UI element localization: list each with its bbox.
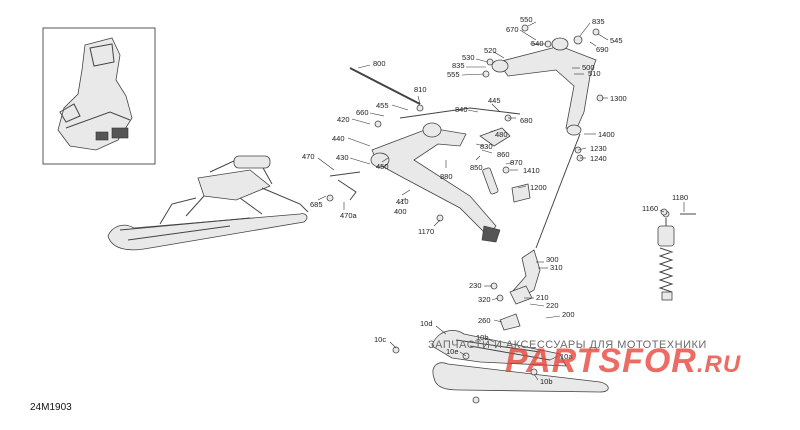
callout-label: 470a bbox=[340, 211, 358, 220]
callout-label: 870 bbox=[510, 158, 523, 167]
callout-label: 540 bbox=[531, 39, 544, 48]
callout-label: 520 bbox=[484, 46, 497, 55]
callout-label: 850 bbox=[470, 163, 483, 172]
callout-label: 1300 bbox=[610, 94, 627, 103]
callout-label: 810 bbox=[414, 85, 427, 94]
callout-label: 480 bbox=[495, 130, 508, 139]
callout-label: 1200 bbox=[530, 183, 547, 192]
callout-label: 1400 bbox=[598, 130, 615, 139]
callout-label: 660 bbox=[356, 108, 369, 117]
callout-label: 10b bbox=[540, 377, 553, 386]
callout-label: 200 bbox=[562, 310, 575, 319]
callout-label: 1160 bbox=[642, 204, 658, 213]
diagram-reference-code: 24M1903 bbox=[30, 402, 72, 413]
callout-label: 440 bbox=[332, 134, 345, 143]
callout-label: 430 bbox=[336, 153, 349, 162]
callout-label: 670 bbox=[506, 25, 519, 34]
callout-label: 1410 bbox=[523, 166, 540, 175]
callout-label: 410 bbox=[396, 197, 409, 206]
callout-label: 690 bbox=[596, 45, 609, 54]
callout-label: 1180 bbox=[672, 193, 688, 202]
watermark-logo: PARTSFOR.RU bbox=[505, 342, 741, 381]
assembled-ski-drawing bbox=[107, 155, 309, 251]
callout-label: 210 bbox=[536, 293, 549, 302]
callout-label: 500 bbox=[582, 63, 595, 72]
callout-label: 450 bbox=[376, 162, 389, 171]
callout-label: 1230 bbox=[590, 144, 607, 153]
callout-label: 800 bbox=[373, 59, 386, 68]
callout-label: 530 bbox=[462, 53, 475, 62]
callout-label: 455 bbox=[376, 101, 389, 110]
callout-label: 835 bbox=[592, 17, 605, 26]
callout-label: 230 bbox=[469, 281, 482, 290]
lower-a-arm-drawing bbox=[370, 122, 501, 243]
callout-label: 220 bbox=[546, 301, 559, 310]
watermark-logo-name: PARTSFOR bbox=[505, 342, 697, 380]
upper-a-arm-drawing bbox=[491, 37, 597, 136]
callout-label: 545 bbox=[610, 36, 623, 45]
callout-label: 1170 bbox=[418, 227, 434, 236]
callout-label: 260 bbox=[478, 316, 491, 325]
watermark-tagline: ЗАПЧАСТИ И АКСЕССУАРЫ ДЛЯ МОТОТЕХНИКИ bbox=[428, 339, 707, 351]
callout-label: 680 bbox=[520, 116, 533, 125]
callout-label: 10a bbox=[560, 352, 573, 361]
callout-label: 830 bbox=[480, 142, 493, 151]
callout-label: 685 bbox=[310, 200, 323, 209]
shock-absorber-drawing bbox=[657, 210, 696, 301]
watermark-logo-suffix: .RU bbox=[696, 351, 742, 378]
callout-label: 10d bbox=[420, 319, 433, 328]
callout-label: 835 bbox=[452, 61, 465, 70]
callout-label: 310 bbox=[550, 263, 563, 272]
callout-label: 10b bbox=[476, 333, 489, 342]
hardware-markers bbox=[326, 24, 668, 404]
callout-label: 550 bbox=[520, 15, 533, 24]
callout-label: 1240 bbox=[590, 154, 607, 163]
callout-label: 445 bbox=[488, 96, 501, 105]
callout-label: 420 bbox=[337, 115, 350, 124]
callout-label: 880 bbox=[440, 172, 453, 181]
callout-label: 400 bbox=[394, 207, 407, 216]
callout-label: 555 bbox=[447, 70, 460, 79]
callout-label: 510 bbox=[588, 69, 601, 78]
callout-label: 860 bbox=[497, 150, 510, 159]
callout-label: 10e bbox=[446, 347, 459, 356]
inset-thumbnail bbox=[42, 27, 156, 165]
callout-label: 300 bbox=[546, 255, 559, 264]
callout-label: 470 bbox=[302, 152, 315, 161]
callout-label: 320 bbox=[478, 295, 491, 304]
callout-label: 840 bbox=[455, 105, 468, 114]
callout-label: 10c bbox=[374, 335, 386, 344]
callout-labels: 550 835 670 545 540 690 520 530 835 555 … bbox=[302, 15, 688, 386]
